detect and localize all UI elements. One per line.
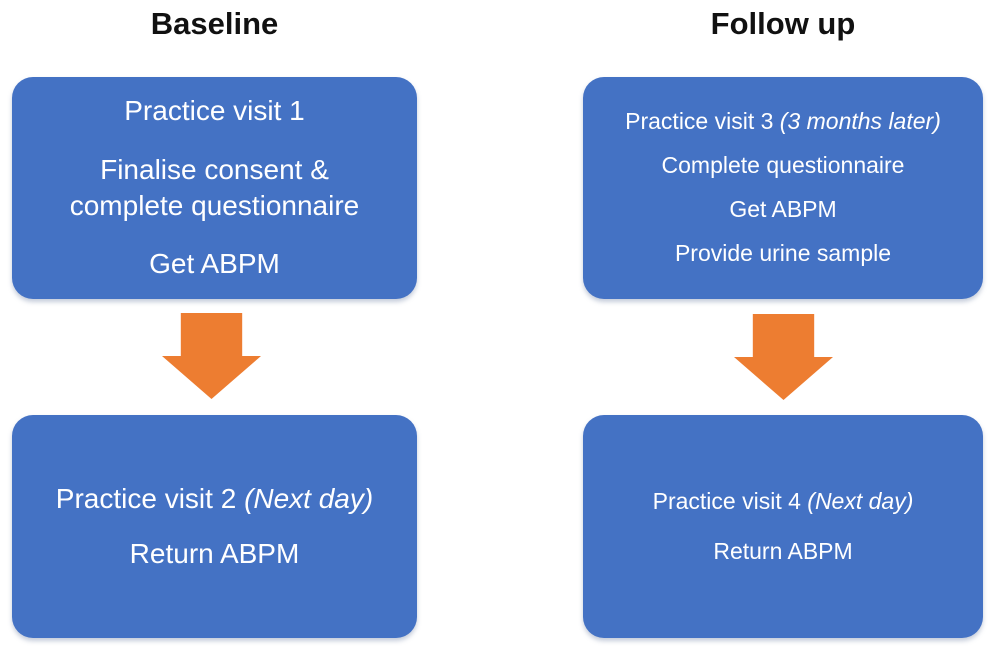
followup-visit4-task-return-abpm: Return ABPM xyxy=(713,537,853,564)
baseline-visit2-timing-note: (Next day) xyxy=(244,483,374,515)
followup-down-arrow-icon xyxy=(734,314,833,400)
baseline-column-title: Baseline xyxy=(150,6,279,41)
followup-visit3-timing-note: (3 months later) xyxy=(779,108,941,135)
baseline-visit1-task-consent-questionnaire: Finalise consent & complete questionnair… xyxy=(69,153,360,221)
followup-visit3-box: Practice visit 3 (3 months later) Comple… xyxy=(583,77,983,299)
followup-visit4-timing-note: (Next day) xyxy=(807,487,914,514)
followup-visit3-title-text: Practice visit 3 xyxy=(625,108,774,135)
followup-visit4-box: Practice visit 4 (Next day) Return ABPM xyxy=(583,415,983,638)
followup-visit4-title: Practice visit 4 (Next day) xyxy=(653,487,914,517)
baseline-visit2-title-text: Practice visit 2 xyxy=(55,483,237,515)
baseline-visit2-task-return-abpm: Return ABPM xyxy=(129,537,300,569)
baseline-visit2-box: Practice visit 2 (Next day) Return ABPM xyxy=(12,415,417,638)
baseline-visit1-title: Practice visit 1 xyxy=(124,95,305,127)
baseline-down-arrow-icon xyxy=(162,313,261,399)
followup-visit3-title: Practice visit 3 (3 months later) xyxy=(625,107,941,137)
followup-visit3-task-questionnaire: Complete questionnaire xyxy=(661,152,905,179)
followup-column-title: Follow up xyxy=(710,6,856,41)
followup-visit3-task-get-abpm: Get ABPM xyxy=(729,196,837,222)
followup-visit3-task-urine-sample: Provide urine sample xyxy=(674,239,892,266)
baseline-visit2-title: Practice visit 2 (Next day) xyxy=(56,481,373,517)
followup-visit4-title-text: Practice visit 4 xyxy=(652,487,801,514)
baseline-visit1-task-get-abpm: Get ABPM xyxy=(149,248,280,280)
baseline-visit1-box: Practice visit 1 Finalise consent & comp… xyxy=(12,77,417,299)
